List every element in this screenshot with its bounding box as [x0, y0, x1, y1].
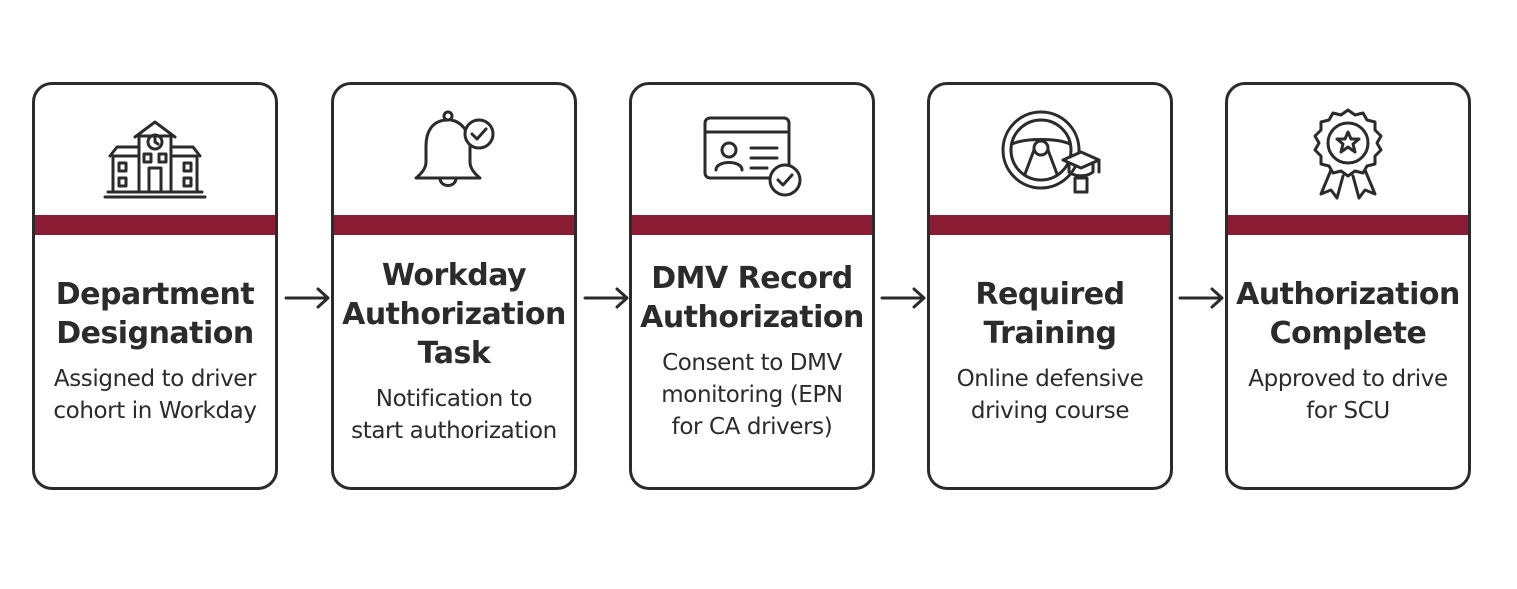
id-card-check-icon [703, 116, 802, 197]
step-title: Workday Authorization Task [342, 257, 566, 371]
arrow-right-icon [880, 287, 926, 309]
award-ribbon-icon [1313, 108, 1383, 200]
step-card-required-training: Required Training Online defensive drivi… [927, 82, 1173, 490]
step-card-department-designation: Department Designation Assigned to drive… [32, 82, 278, 490]
steering-wheel-graduation-cap-icon [1001, 110, 1101, 194]
step-description: Assigned to driver cohort in Workday [53, 366, 257, 424]
step-description: Online defensive driving course [956, 366, 1144, 424]
step-description: Notification to start authorization [351, 385, 557, 444]
accent-band [35, 215, 275, 235]
accent-band [930, 215, 1170, 235]
step-title: DMV Record Authorization [640, 261, 864, 335]
step-card-dmv-record-authorization: DMV Record Authorization Consent to DMV … [629, 82, 875, 490]
accent-band [334, 215, 574, 235]
arrow-right-icon [1178, 287, 1224, 309]
step-card-authorization-complete: Authorization Complete Approved to drive… [1225, 82, 1471, 490]
step-title: Department Designation [55, 277, 255, 351]
step-title: Authorization Complete [1236, 277, 1460, 351]
arrow-right-icon [583, 287, 629, 309]
step-card-workday-authorization-task: Workday Authorization Task Notification … [331, 82, 577, 490]
accent-band [1228, 215, 1468, 235]
building-icon [103, 120, 207, 199]
accent-band [632, 215, 872, 235]
step-description: Consent to DMV monitoring (EPN for CA dr… [661, 350, 843, 440]
bell-check-icon [414, 110, 495, 187]
step-title: Required Training [975, 277, 1125, 351]
arrow-right-icon [284, 287, 330, 309]
step-description: Approved to drive for SCU [1248, 366, 1448, 424]
